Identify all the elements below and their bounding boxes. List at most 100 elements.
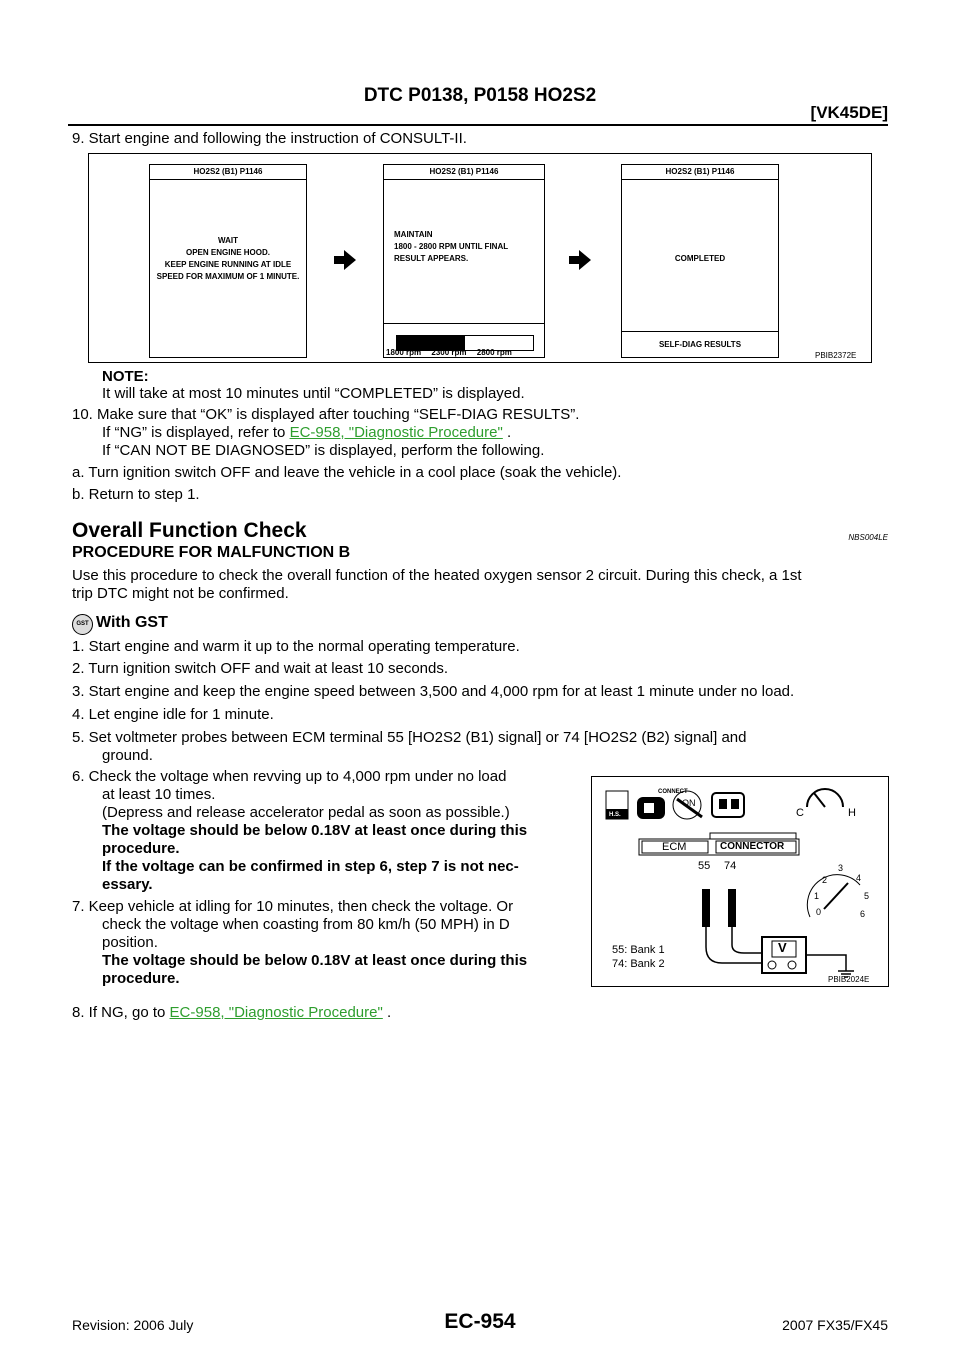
rpm-label-high: 2800 rpm [476,348,512,357]
screen-line: WAIT [218,236,238,245]
self-diag-results-button[interactable]: SELF-DIAG RESULTS [658,340,742,349]
voltmeter-label: V [778,940,787,955]
screen-line: KEEP ENGINE RUNNING AT IDLE [164,260,292,269]
bank-2-label: 74: Bank 2 [612,958,665,970]
screen-title: HO2S2 (B1) P1146 [384,165,544,180]
rpm-progress-fill [397,336,465,350]
rpm-label-low: 1800 rpm [386,348,422,357]
page-title: DTC P0138, P0158 HO2S2 [363,85,597,106]
header-rule [68,124,888,126]
tach-mark: 6 [860,909,866,919]
consult-figure: HO2S2 (B1) P1146 WAIT OPEN ENGINE HOOD. … [88,153,872,363]
ignition-key-icon [672,790,703,820]
step-6-line: (Depress and release accelerator pedal a… [102,804,510,821]
step-6-line: 6. Check the voltage when revving up to … [72,768,507,785]
consult-screen-maintain: HO2S2 (B1) P1146 MAINTAIN 1800 - 2800 RP… [383,164,545,358]
step-7-line: 7. Keep vehicle at idling for 10 minutes… [72,898,514,915]
step-7-bold: procedure. [102,970,180,987]
ecm-label: ECM [662,841,687,853]
step-5-line2: ground. [102,747,153,764]
screen-title: HO2S2 (B1) P1146 [150,165,306,180]
tach-mark: 1 [814,891,820,901]
section-code: NBS004LE [848,533,888,542]
step-10-line3: If “CAN NOT BE DIAGNOSED” is displayed, … [102,442,545,459]
gauge-cold-label: C [796,807,804,819]
step-4: 4. Let engine idle for 1 minute. [72,706,274,723]
voltmeter-probes [702,889,764,964]
screen-line: MAINTAIN [394,230,433,239]
rpm-label-mid: 2300 rpm [431,348,467,357]
gst-title: With GST [96,614,168,631]
connect-label: CONNECT [658,789,688,795]
subsection-title: PROCEDURE FOR MALFUNCTION B [72,544,351,561]
hs-label: H.S. [609,812,621,818]
rpm-progress-bar [396,335,534,351]
bank-1-label: 55: Bank 1 [612,944,665,956]
hs-icon [605,790,629,820]
step-2: 2. Turn ignition switch OFF and wait at … [72,660,449,677]
connector-label: CONNECTOR [720,841,785,852]
tach-mark: 4 [856,873,862,883]
arrow-right-icon [569,250,591,270]
tach-mark: 0 [816,907,822,917]
tach-mark: 3 [838,863,844,873]
ground-icon [806,954,854,978]
tach-mark: 2 [822,875,828,885]
engine-icon [711,792,745,818]
vehicle-model: 2007 FX35/FX45 [782,1317,888,1333]
step-b: b. Return to step 1. [72,486,200,503]
step-6-bold: essary. [102,876,153,893]
page-number: EC-954 [444,1310,516,1333]
consult-screen-wait: HO2S2 (B1) P1146 WAIT OPEN ENGINE HOOD. … [149,164,307,358]
consult-screen-completed: HO2S2 (B1) P1146 COMPLETED SELF-DIAG RES… [621,164,779,358]
step-3: 3. Start engine and keep the engine spee… [72,683,795,700]
voltmeter-diagram [605,788,861,978]
ecm-connector [638,832,800,856]
temperature-gauge-icon [806,788,844,808]
step-8: 8. If NG, go to EC-958, "Diagnostic Proc… [72,1004,391,1022]
screen-line: RESULT APPEARS. [394,254,469,263]
on-label: ON [682,798,696,808]
revision: Revision: 2006 July [72,1317,194,1333]
step-6-bold: If the voltage can be confirmed in step … [102,858,519,875]
step-8-text: . [382,1004,392,1021]
gst-icon: GST [72,614,93,635]
completed-text: COMPLETED [674,254,726,263]
step-7-line: position. [102,934,158,951]
step-6-bold: The voltage should be below 0.18V at lea… [102,822,528,839]
step-10-text: . [502,424,512,441]
section-title: Overall Function Check [72,519,307,542]
step-a: a. Turn ignition switch OFF and leave th… [72,464,622,481]
step-10-line2: If “NG” is displayed, refer to EC-958, "… [102,424,511,442]
step-10-line1: 10. Make sure that “OK” is displayed aft… [72,406,580,423]
note-label: NOTE: [102,368,149,385]
pin-74-label: 74 [724,860,737,872]
step-6-bold: procedure. [102,840,180,857]
step-9: 9. Start engine and following the instru… [72,130,467,147]
gauge-hot-label: H [848,807,856,819]
step-7-bold: The voltage should be below 0.18V at lea… [102,952,528,969]
step-5-line1: 5. Set voltmeter probes between ECM term… [72,729,747,746]
tachometer-icon [806,874,861,918]
diagnostic-procedure-link[interactable]: EC-958, "Diagnostic Procedure" [289,424,503,441]
engine-code: [VK45DE] [810,103,888,122]
arrow-right-icon [334,250,356,270]
step-10-text: If “NG” is displayed, refer to [102,424,290,441]
screen-line: SPEED FOR MAXIMUM OF 1 MINUTE. [156,272,300,281]
figure-code: PBIB2024E [828,975,870,984]
tach-mark: 5 [864,891,870,901]
step-7-line: check the voltage when coasting from 80 … [102,916,510,933]
screen-line: OPEN ENGINE HOOD. [185,248,270,257]
connect-icon [637,797,665,819]
intro-line: Use this procedure to check the overall … [72,567,802,584]
voltmeter-icon [761,936,807,974]
step-6-line: at least 10 times. [102,786,216,803]
voltmeter-figure: CONNECT ON H.S. ECM CONNECTOR 55 74 C H … [591,776,889,987]
note-text: It will take at most 10 minutes until “C… [102,385,525,402]
diagnostic-procedure-link[interactable]: EC-958, "Diagnostic Procedure" [169,1004,383,1021]
step-8-text: 8. If NG, go to [72,1004,170,1021]
intro-line: trip DTC might not be confirmed. [72,585,289,602]
screen-line: 1800 - 2800 RPM UNTIL FINAL [394,242,509,251]
figure-code: PBIB2372E [815,351,857,360]
step-1: 1. Start engine and warm it up to the no… [72,638,520,655]
